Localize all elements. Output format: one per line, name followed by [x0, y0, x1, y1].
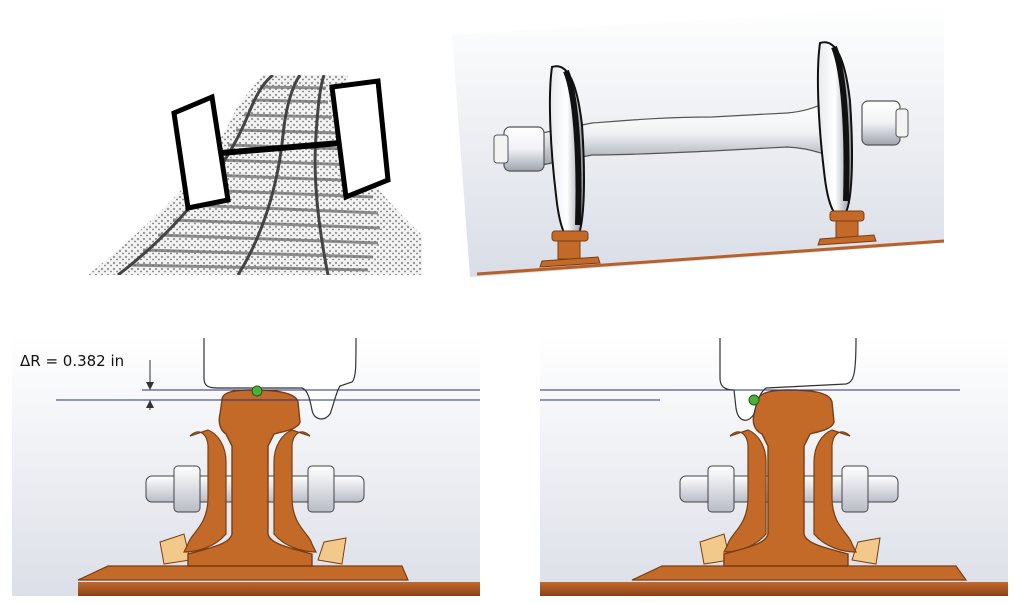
contact-point-left	[251, 385, 263, 397]
wheelset-3d-model-icon	[452, 5, 944, 277]
contact-point-right	[748, 394, 760, 406]
contact-right-panel	[540, 338, 1008, 596]
railway-track-sketch-icon	[88, 75, 422, 275]
wheel-rail-contact-flat-icon	[12, 338, 480, 596]
wheelset-model-panel	[452, 5, 944, 277]
contact-left-panel	[12, 338, 480, 596]
wheel-rail-contact-flange-icon	[540, 338, 1008, 596]
track-sketch-panel	[88, 75, 422, 275]
delta-r-label: ΔR = 0.382 in	[20, 352, 125, 370]
